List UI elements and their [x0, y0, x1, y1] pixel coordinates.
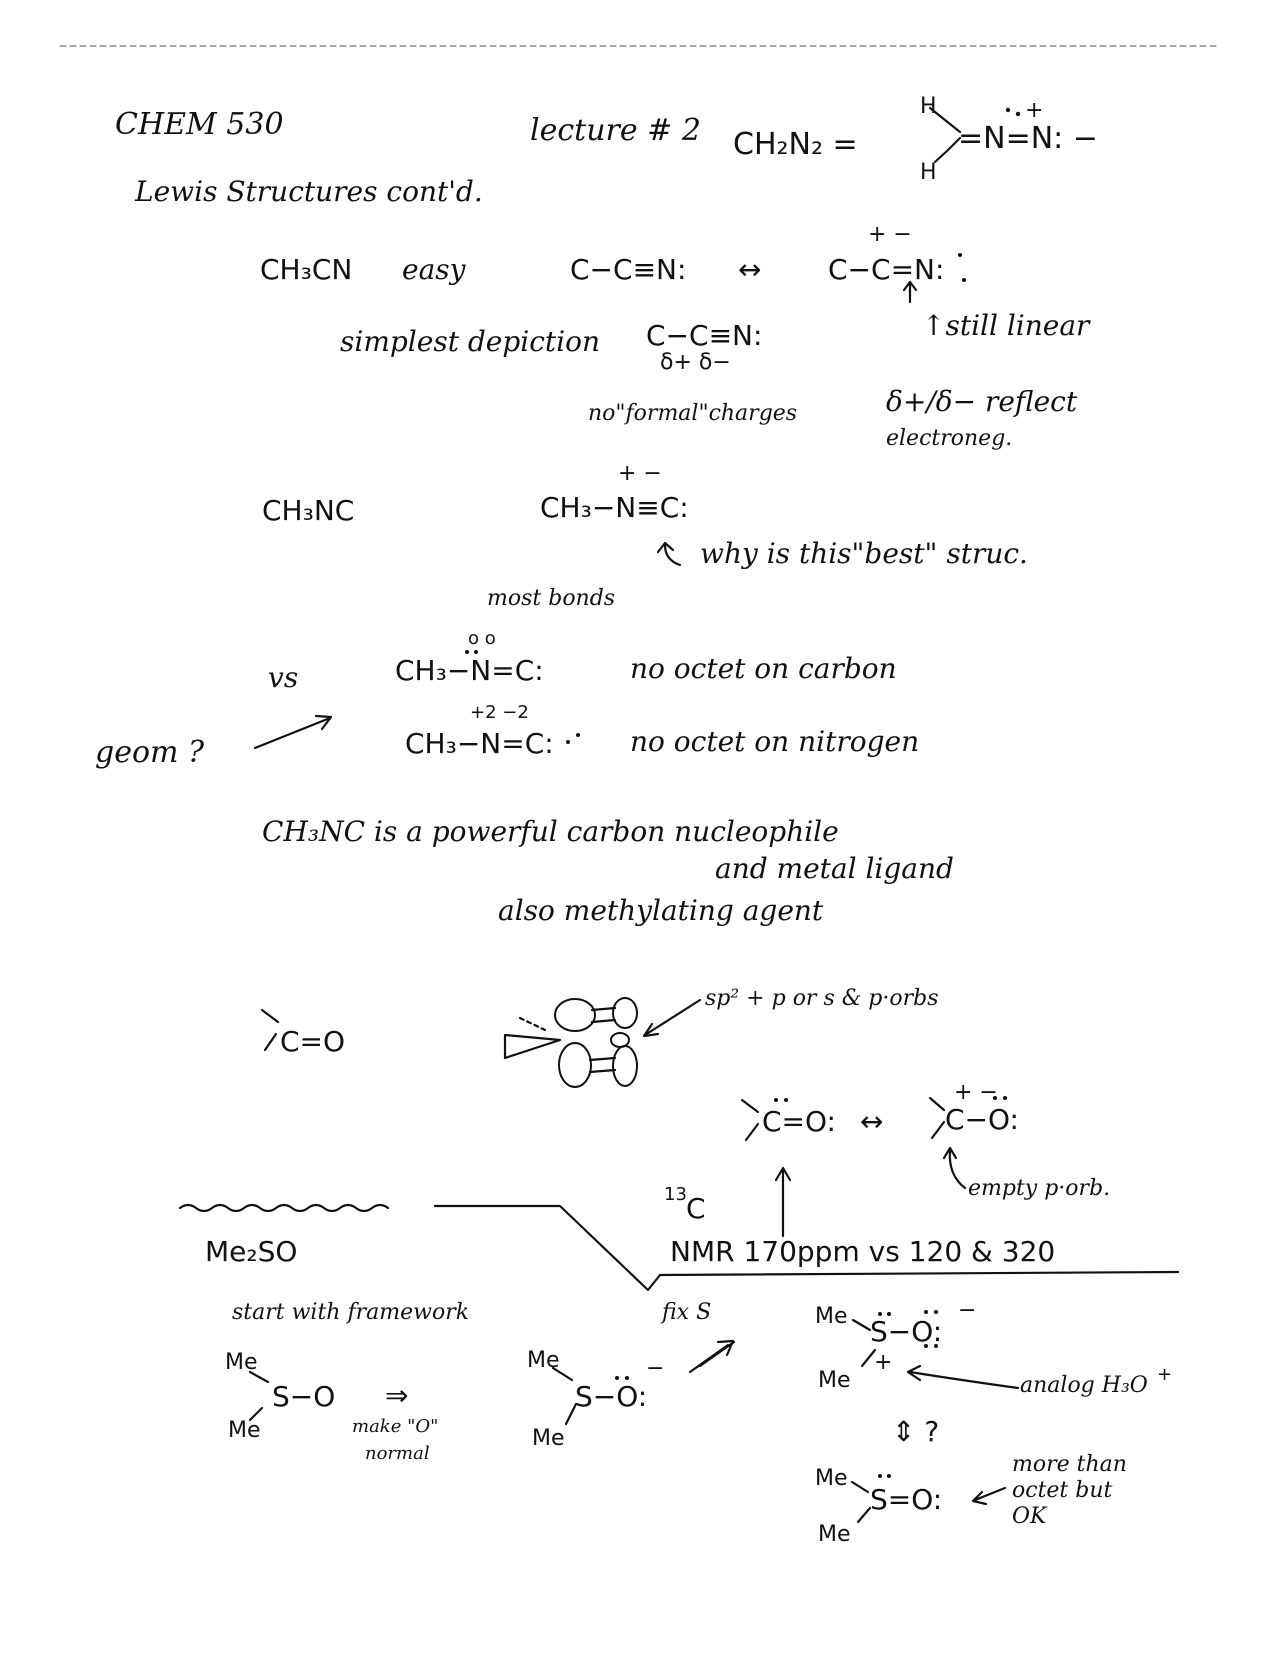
lecture-number: lecture # 2: [530, 113, 701, 148]
fix-s-note: fix S: [662, 1300, 712, 1325]
isonitrile-structure: CH₃−N≡C:: [540, 491, 689, 524]
diazomethane-plus: +: [1025, 98, 1044, 123]
nucleophile-statement: CH₃NC is a powerful carbon nucleophile: [262, 815, 839, 848]
nitrile-resonance-right: C−C=N:: [828, 253, 945, 286]
still-linear-note: ↑still linear: [922, 309, 1090, 342]
dmso-label: Me₂SO: [205, 1235, 298, 1268]
c13-superscript: 13: [664, 1184, 687, 1205]
carbonyl-resonance-charges: + −: [954, 1080, 998, 1105]
ok-note: OK: [1012, 1504, 1047, 1529]
nitrile-resonance-charges: + −: [868, 222, 912, 247]
diazomethane-h-top: H: [920, 94, 937, 119]
make-o-note: make "O": [352, 1416, 439, 1437]
diazomethane-structure: =N=N: −: [958, 121, 1098, 156]
section-divider-line: [433, 1204, 1180, 1292]
electroneg-note: electroneg.: [886, 426, 1013, 451]
ch3cn-label: CH₃CN: [260, 253, 353, 286]
dmso1-bonds: [248, 1370, 270, 1422]
why-best-arrow: [656, 541, 682, 567]
no-octet-nitrogen: no octet on nitrogen: [630, 725, 920, 758]
carbonyl-bond-top: [260, 1008, 280, 1024]
metal-ligand-note: and metal ligand: [715, 852, 954, 885]
dmso1-me-top: Me: [225, 1350, 258, 1375]
methylating-note: also methylating agent: [498, 894, 824, 927]
dmso2-minus: −: [646, 1356, 665, 1381]
course-title: CHEM 530: [115, 107, 284, 142]
alt-structure-1-charges: o o: [468, 628, 496, 649]
wavy-divider: [178, 1203, 390, 1213]
partial-charges: δ+ δ−: [660, 350, 731, 375]
dmso4-me-top: Me: [815, 1466, 848, 1491]
dmso3-bonds: [851, 1318, 877, 1368]
no-octet-carbon: no octet on carbon: [630, 652, 897, 685]
dmso3-me-top: Me: [815, 1304, 848, 1329]
reso-left-bonds: [740, 1098, 760, 1142]
lone-pair-dots: [465, 107, 1021, 1478]
dmso3-plus: +: [874, 1350, 893, 1375]
simplest-depiction: simplest depiction: [340, 325, 600, 358]
nmr-shift-note: NMR 170ppm vs 120 & 320: [670, 1235, 1056, 1268]
vs-label: vs: [268, 661, 299, 694]
alt-structure-1: CH₃−N=C:: [395, 654, 544, 687]
ch3nc-label: CH₃NC: [262, 494, 355, 527]
delta-reflect: δ+/δ− reflect: [886, 385, 1078, 418]
carbonyl-bond-bottom: [263, 1032, 278, 1052]
analog-arrow: [906, 1364, 1020, 1390]
normal-note: normal: [365, 1443, 430, 1464]
why-best-note: why is this"best" struc.: [700, 537, 1028, 570]
still-linear-arrow: [902, 280, 918, 304]
dmso2-bonds: [551, 1366, 578, 1426]
dmso1-arrow: ⇒: [385, 1379, 409, 1412]
nmr-up-arrow: [774, 1166, 792, 1238]
dmso2-me-bottom: Me: [532, 1426, 565, 1451]
isonitrile-charges: + −: [618, 461, 662, 486]
analog-hydronium-plus: +: [1157, 1364, 1173, 1385]
dmso4-bonds: [850, 1480, 872, 1524]
diazomethane-h-bottom: H: [920, 160, 937, 185]
fix-s-arrow: [688, 1339, 736, 1374]
octet-arrow: [971, 1486, 1007, 1506]
empty-porb-arrow: [942, 1146, 967, 1190]
no-formal-charges: no"formal"charges: [588, 401, 798, 426]
easy-label: easy: [402, 253, 466, 286]
p-orbital-drawing: [503, 997, 638, 1088]
orbital-pointer-arrow: [642, 998, 702, 1038]
dmso4-s-eq-o: S=O:: [870, 1483, 943, 1516]
dmso1-s-o: S−O: [272, 1380, 336, 1413]
bond-h-top: [928, 106, 962, 134]
alt-structure-2-charges: +2 −2: [470, 702, 529, 723]
dmso4-me-bottom: Me: [818, 1522, 851, 1547]
carbonyl-resonance-right: C−O:: [945, 1103, 1019, 1136]
dmso2-me-top: Me: [527, 1348, 560, 1373]
resonance-arrow: ↔: [738, 253, 762, 286]
dmso3-s-o: S−O:: [870, 1315, 943, 1348]
lewis-structures-heading: Lewis Structures cont'd.: [135, 175, 483, 208]
c13-label: C: [686, 1192, 706, 1225]
dmso1-me-bottom: Me: [228, 1418, 261, 1443]
geom-question: geom ?: [95, 735, 205, 770]
dmso3-me-bottom: Me: [818, 1368, 851, 1393]
octet-but-note: octet but: [1012, 1478, 1113, 1503]
most-bonds-note: most bonds: [487, 586, 616, 611]
nitrile-resonance-left: C−C≡N:: [570, 253, 687, 286]
dmso2-s-o: S−O:: [575, 1380, 648, 1413]
bond-h-bottom: [933, 136, 962, 164]
simplest-structure: C−C≡N:: [646, 319, 763, 352]
analog-hydronium: analog H₃O: [1020, 1373, 1148, 1398]
empty-p-orbital-note: empty p·orb.: [968, 1176, 1111, 1201]
dmso3-minus: −: [958, 1298, 977, 1323]
diazomethane-formula: CH₂N₂ =: [733, 127, 858, 162]
alt-structure-2: CH₃−N=C:: [405, 727, 554, 760]
reso-right-bonds: [928, 1096, 946, 1140]
orbital-hybrid-note: sp² + p or s & p·orbs: [705, 986, 939, 1011]
carbonyl-resonance-arrow: ↔: [860, 1105, 884, 1138]
geom-arrow: [253, 714, 333, 750]
framework-note: start with framework: [232, 1300, 470, 1325]
more-than-note: more than: [1012, 1452, 1127, 1477]
carbonyl-resonance-left: C=O:: [762, 1105, 836, 1138]
carbonyl-label: C=O: [280, 1025, 346, 1058]
resonance-question: ⇕ ?: [892, 1415, 940, 1448]
